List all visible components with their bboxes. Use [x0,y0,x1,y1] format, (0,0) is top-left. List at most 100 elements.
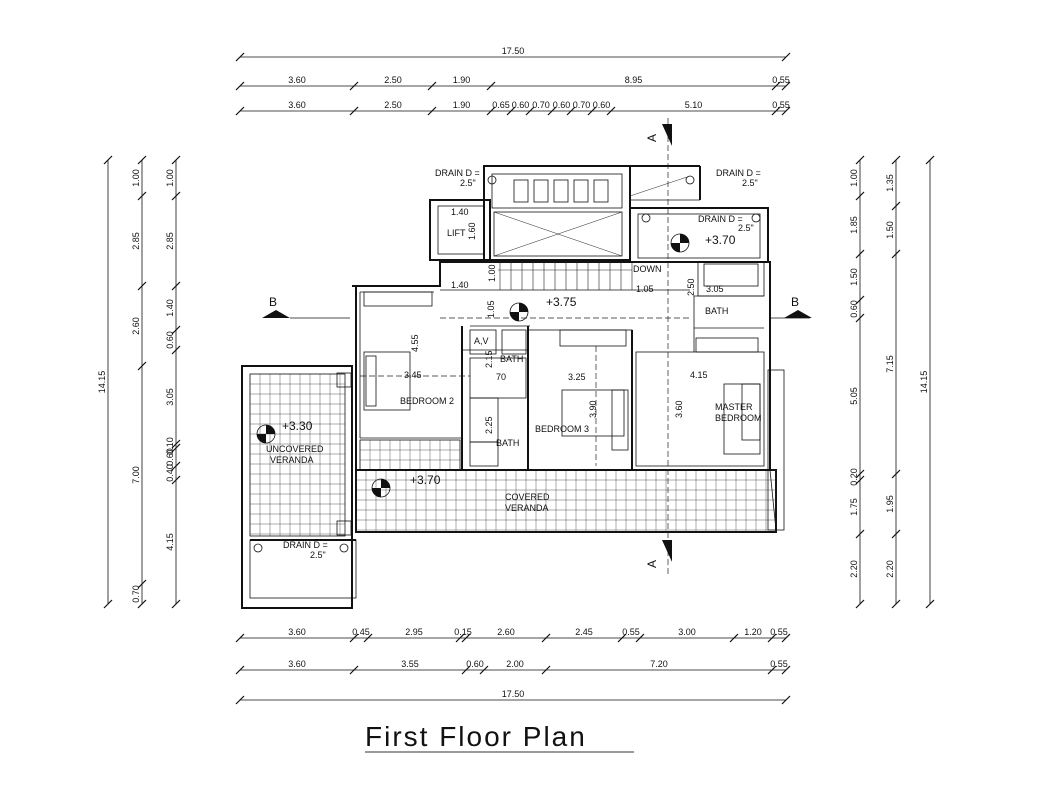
dim-tick [171,439,181,449]
dim-label: 0.55 [770,659,788,669]
dim-tick [925,155,935,165]
dim-tick [235,52,245,62]
dim-tick [235,106,245,116]
dim-tick [547,106,557,116]
dim-bed3-w: 3.25 [568,372,586,382]
dim-tick [235,665,245,675]
dim-tick [506,106,516,116]
dim-tick [855,313,865,323]
dim-tick [363,633,373,643]
label-bath-low: BATH [496,438,519,448]
drain-notes: DRAIN D = 2.5" DRAIN D = 2.5" DRAIN D = … [253,168,761,560]
dim-bed2-w: 3.45 [404,370,422,380]
section-b-left: B [269,295,277,309]
dim-label: 0.45 [352,627,370,637]
section-a-bottom: A [645,560,659,568]
dim-tick [137,579,147,589]
dim-tick [171,599,181,609]
drain-bottom-left-2: 2.5" [310,550,326,560]
dim-tick [455,633,465,643]
dim-label: 4.15 [165,533,175,551]
section-b-right: B [791,295,799,309]
dim-tick [427,81,437,91]
label-covered-2: VERANDA [505,503,549,513]
dim-label: 3.60 [288,659,306,669]
dim-label: 2.45 [575,627,593,637]
dim-tick [855,599,865,609]
dim-label: 0.10 [165,437,175,455]
floor-tile-grid [249,373,345,536]
dim-label: 0.60 [165,331,175,349]
dim-tick [891,529,901,539]
dim-label: 3.55 [401,659,419,669]
dim-label: 0.70 [131,585,141,603]
dim-tick [781,695,791,705]
dim-tick [729,633,739,643]
dim-stair-h: 1.00 [487,264,497,282]
dim-tick [767,633,777,643]
label-uncovered-1: UNCOVERED [266,444,324,454]
dim-label: 1.75 [849,498,859,516]
dim-hall-w: 1.05 [636,284,654,294]
dim-label: 2.50 [384,75,402,85]
dim-tick [461,665,471,675]
dim-tick [486,106,496,116]
dim-label: 14.15 [919,371,929,394]
dim-tick [349,106,359,116]
dim-tick [171,191,181,201]
dim-label: 0.60 [512,100,530,110]
elev-hall: +3.75 [546,295,577,309]
dim-bath-h: 2.50 [686,278,696,296]
dim-small-b: 70 [496,372,506,382]
dim-master-h: 3.60 [674,400,684,418]
dim-label: 2.20 [849,560,859,578]
dim-label: 0.15 [454,627,472,637]
dim-label: 2.60 [131,317,141,335]
floor-tile-grid [359,439,461,471]
dim-label: 0.55 [772,75,790,85]
dim-tick [855,469,865,479]
drain-top-right-1: DRAIN D = [716,168,761,178]
dim-tick [103,155,113,165]
dim-tick [925,599,935,609]
dim-tick [855,529,865,539]
dim-tick [461,633,471,643]
dim-tick [617,633,627,643]
dim-label: 1.50 [885,221,895,239]
dim-tick [103,599,113,609]
room-dimension-labels: 3.45 4.55 3.25 3.90 4.15 3.60 1.40 1.60 … [404,207,724,434]
dim-label: 2.60 [497,627,515,637]
section-a-top: A [645,134,659,142]
dim-label: 1.90 [453,100,471,110]
dim-tick [525,106,535,116]
dim-label: 1.00 [849,169,859,187]
dim-tick [891,469,901,479]
dim-lift-h: 1.60 [467,222,477,240]
dim-tick [137,361,147,371]
dim-label: 3.60 [288,627,306,637]
label-down: DOWN [633,264,662,274]
dim-tick [855,295,865,305]
dim-label: 0.60 [849,300,859,318]
dim-label: 1.40 [165,299,175,317]
label-uncovered-2: VERANDA [270,455,314,465]
label-bath-mid: BATH [500,354,523,364]
dim-label: 3.60 [288,75,306,85]
drain-inner-1: DRAIN D = [698,214,743,224]
dim-label: 0.40 [165,464,175,482]
dim-hall-h: 1.05 [486,300,496,318]
dim-stair-w: 1.40 [451,280,469,290]
label-bedroom-3: BEDROOM 3 [535,424,589,434]
dim-tick [855,475,865,485]
dim-tick [171,345,181,355]
dim-tick [349,633,359,643]
dim-tick [171,461,181,471]
dim-tick [587,106,597,116]
dim-tick [427,106,437,116]
dim-lift-w: 1.40 [451,207,469,217]
dim-label: 0.20 [849,468,859,486]
dim-label: 3.00 [678,627,696,637]
dim-tick [349,81,359,91]
dim-label: 0.60 [553,100,571,110]
room-labels: BEDROOM 2 BEDROOM 3 MASTER BEDROOM BATH … [266,228,762,513]
